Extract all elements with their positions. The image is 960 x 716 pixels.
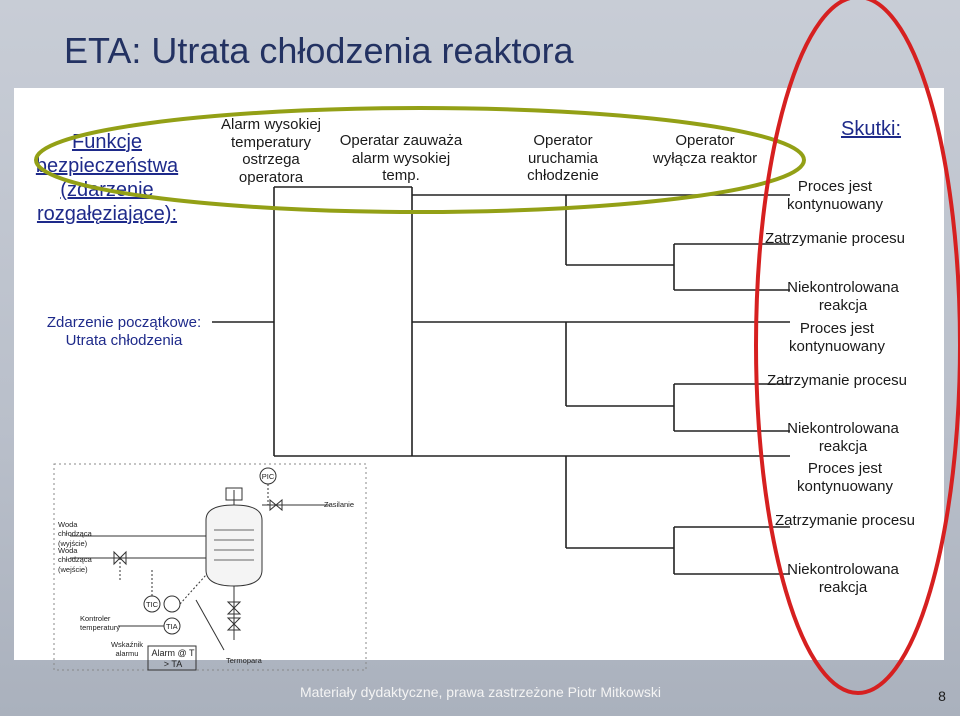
- pid-label-zasilanie: Zasilanie: [324, 500, 355, 509]
- pid-label-tic: TIC: [146, 600, 159, 609]
- functions-highlight-ellipse: [34, 106, 806, 214]
- header-operator-notices: Operatar zauważa alarm wysokiej temp.: [339, 132, 463, 185]
- pid-label-temp-controller: Kontroler temperatury: [80, 614, 121, 633]
- pid-label-pic: PIC: [261, 472, 275, 481]
- header-operator-starts-cooling: Operator uruchamia chłodzenie: [527, 132, 599, 185]
- outcome-3: Niekontrolowana reakcja: [787, 279, 899, 314]
- outcome-6: Niekontrolowana reakcja: [787, 420, 899, 455]
- consequences-heading: Skutki:: [840, 118, 902, 140]
- slide-title: ETA: Utrata chłodzenia reaktora: [64, 30, 574, 71]
- footer-copyright: Materiały dydaktyczne, prawa zastrzeżone…: [300, 684, 662, 700]
- outcome-7: Proces jest kontynuowany: [797, 460, 893, 495]
- pid-label-alarm-condition: Alarm @ T > TA: [151, 648, 195, 670]
- header-operator-shuts-reactor: Operator wyłącza reaktor: [652, 132, 758, 167]
- outcome-8: Zatrzymanie procesu: [774, 512, 916, 529]
- pid-label-water-out: Woda chłodząca (wyjście): [58, 520, 92, 548]
- pid-label-thermocouple: Termopara: [226, 656, 262, 665]
- outcome-9: Niekontrolowana reakcja: [787, 561, 899, 596]
- pid-label-alarm-indicator: Wskaźnik alarmu: [110, 640, 144, 659]
- consequences-highlight-ellipse: [754, 0, 960, 695]
- header-alarm: Alarm wysokiej temperatury ostrzega oper…: [220, 116, 322, 187]
- content-panel: [14, 88, 944, 660]
- event-tree-branches: [212, 186, 790, 575]
- pid-schematic: [53, 463, 367, 671]
- outcome-1: Proces jest kontynuowany: [787, 178, 883, 213]
- page-number: 8: [938, 688, 946, 704]
- initiating-event-label: Zdarzenie początkowe: Utrata chłodzenia: [46, 314, 202, 349]
- pid-label-tia: TIA: [166, 622, 178, 631]
- outcome-4: Proces jest kontynuowany: [789, 320, 885, 355]
- outcome-2: Zatrzymanie procesu: [764, 230, 906, 247]
- outcome-5: Zatrzymanie procesu: [766, 372, 908, 389]
- pid-label-water-in: Woda chłodząca (wejście): [58, 546, 92, 574]
